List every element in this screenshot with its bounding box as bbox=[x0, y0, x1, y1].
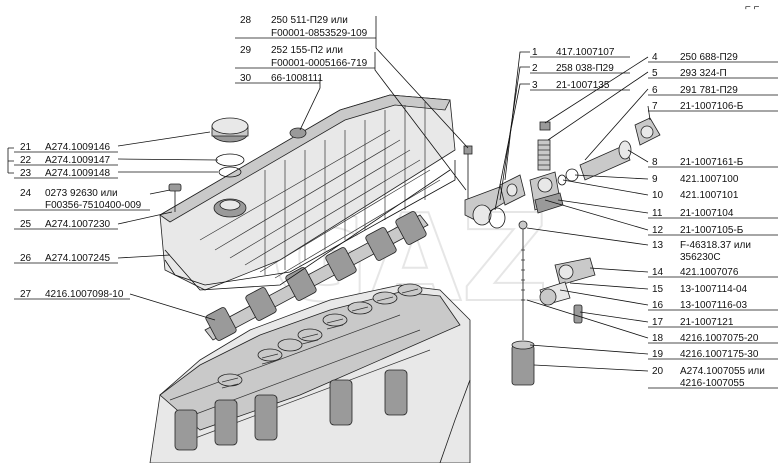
label-code: 0273 92630 или bbox=[45, 188, 118, 199]
label-num: 26 bbox=[20, 253, 32, 264]
label-code: 252 155-П2 или bbox=[271, 45, 343, 56]
label-num: 9 bbox=[652, 174, 658, 185]
rocker-arm-parts-illustration bbox=[529, 117, 661, 214]
bolt-illustration bbox=[168, 183, 182, 212]
label-underlines bbox=[14, 37, 778, 389]
rocker-shaft-illustration bbox=[204, 211, 429, 341]
label-code: A274.1009146 bbox=[45, 142, 111, 153]
label-code: 21-1007105-Б bbox=[680, 225, 744, 236]
label-code: 421.1007076 bbox=[680, 267, 739, 278]
label-num: 6 bbox=[652, 85, 658, 96]
label-code: A274.1007230 bbox=[45, 219, 111, 230]
label-num: 15 bbox=[652, 284, 664, 295]
label-code: 417.1007107 bbox=[556, 47, 615, 58]
label-num: 2 bbox=[532, 63, 538, 74]
label-code: 4216.1007175-30 bbox=[680, 349, 759, 360]
label-code: 21-1007161-Б bbox=[680, 157, 744, 168]
label-code: 250 688-П29 bbox=[680, 52, 738, 63]
label-num: 10 bbox=[652, 190, 664, 201]
label-num: 4 bbox=[652, 52, 658, 63]
left-labels: 21 A274.1009146 22 A274.1009147 23 A274.… bbox=[20, 142, 142, 300]
label-code: A274.1007055 или bbox=[680, 366, 765, 377]
label-code: 4216-1007055 bbox=[680, 378, 745, 389]
label-code: 21-1007104 bbox=[680, 208, 734, 219]
label-code: A274.1007245 bbox=[45, 253, 111, 264]
label-num: 20 bbox=[652, 366, 664, 377]
label-code: 421.1007101 bbox=[680, 190, 739, 201]
label-num: 30 bbox=[240, 73, 252, 84]
lifter-illustration bbox=[511, 340, 535, 386]
label-code: 291 781-П29 bbox=[680, 85, 738, 96]
top-labels: 28 250 511-П29 или F00001-0853529-109 29… bbox=[240, 15, 368, 84]
label-code: 4216.1007075-20 bbox=[680, 333, 759, 344]
mid-labels: 1 417.1007107 2 258 038-П29 3 21-1007135 bbox=[532, 47, 615, 91]
label-code: A274.1009147 bbox=[45, 155, 111, 166]
gasket-illustration bbox=[164, 160, 456, 286]
label-code: F00356-7510400-009 bbox=[45, 200, 142, 211]
label-code: 13-1007114-04 bbox=[680, 284, 748, 295]
label-code: A274.1009148 bbox=[45, 168, 111, 179]
label-code: F-46318.37 или bbox=[680, 240, 751, 251]
label-num: 23 bbox=[20, 168, 32, 179]
label-num: 22 bbox=[20, 155, 32, 166]
label-num: 17 bbox=[652, 317, 664, 328]
label-code: 66-1008111 bbox=[271, 73, 323, 84]
label-num: 19 bbox=[652, 349, 664, 360]
label-code: 421.1007100 bbox=[680, 174, 739, 185]
label-num: 24 bbox=[20, 188, 32, 199]
label-num: 25 bbox=[20, 219, 32, 230]
right-labels: 4 250 688-П29 5 293 324-П 6 291 781-П29 … bbox=[652, 52, 765, 389]
adjuster-rocker-illustration bbox=[539, 257, 596, 324]
valve-cover-illustration bbox=[159, 94, 456, 291]
label-code: 13-1007116-03 bbox=[680, 300, 748, 311]
label-num: 29 bbox=[240, 45, 252, 56]
label-num: 8 bbox=[652, 157, 658, 168]
label-num: 16 bbox=[652, 300, 664, 311]
label-code: 293 324-П bbox=[680, 68, 727, 79]
label-num: 18 bbox=[652, 333, 664, 344]
label-code: 21-1007121 bbox=[680, 317, 734, 328]
label-num: 21 bbox=[20, 142, 32, 153]
valve-springs-illustration bbox=[217, 283, 423, 389]
label-num: 5 bbox=[652, 68, 658, 79]
label-code: 258 038-П29 bbox=[556, 63, 614, 74]
label-num: 1 bbox=[532, 47, 538, 58]
label-num: 12 bbox=[652, 225, 664, 236]
label-code: 250 511-П29 или bbox=[271, 15, 348, 26]
label-code: F00001-0005166-719 bbox=[271, 58, 368, 69]
label-num: 13 bbox=[652, 240, 664, 251]
label-code: F00001-0853529-109 bbox=[271, 28, 368, 39]
label-num: 14 bbox=[652, 267, 664, 278]
leader-lines bbox=[7, 16, 651, 372]
label-code: 21-1007106-Б bbox=[680, 101, 744, 112]
label-num: 7 bbox=[652, 101, 658, 112]
label-num: 28 bbox=[240, 15, 252, 26]
rocker-bracket-illustration bbox=[463, 145, 526, 229]
label-code: 4216.1007098-10 bbox=[45, 289, 124, 300]
oil-filler-cap-illustration bbox=[211, 117, 249, 178]
label-num: 3 bbox=[532, 80, 538, 91]
label-code: 356230С bbox=[680, 252, 721, 263]
pushrod-illustration bbox=[518, 220, 528, 340]
label-num: 27 bbox=[20, 289, 32, 300]
label-code: 21-1007135 bbox=[556, 80, 610, 91]
engine-block-illustration bbox=[149, 284, 471, 463]
header-marks: ⌐ ⌐ bbox=[745, 2, 760, 13]
label-num: 11 bbox=[652, 208, 663, 219]
